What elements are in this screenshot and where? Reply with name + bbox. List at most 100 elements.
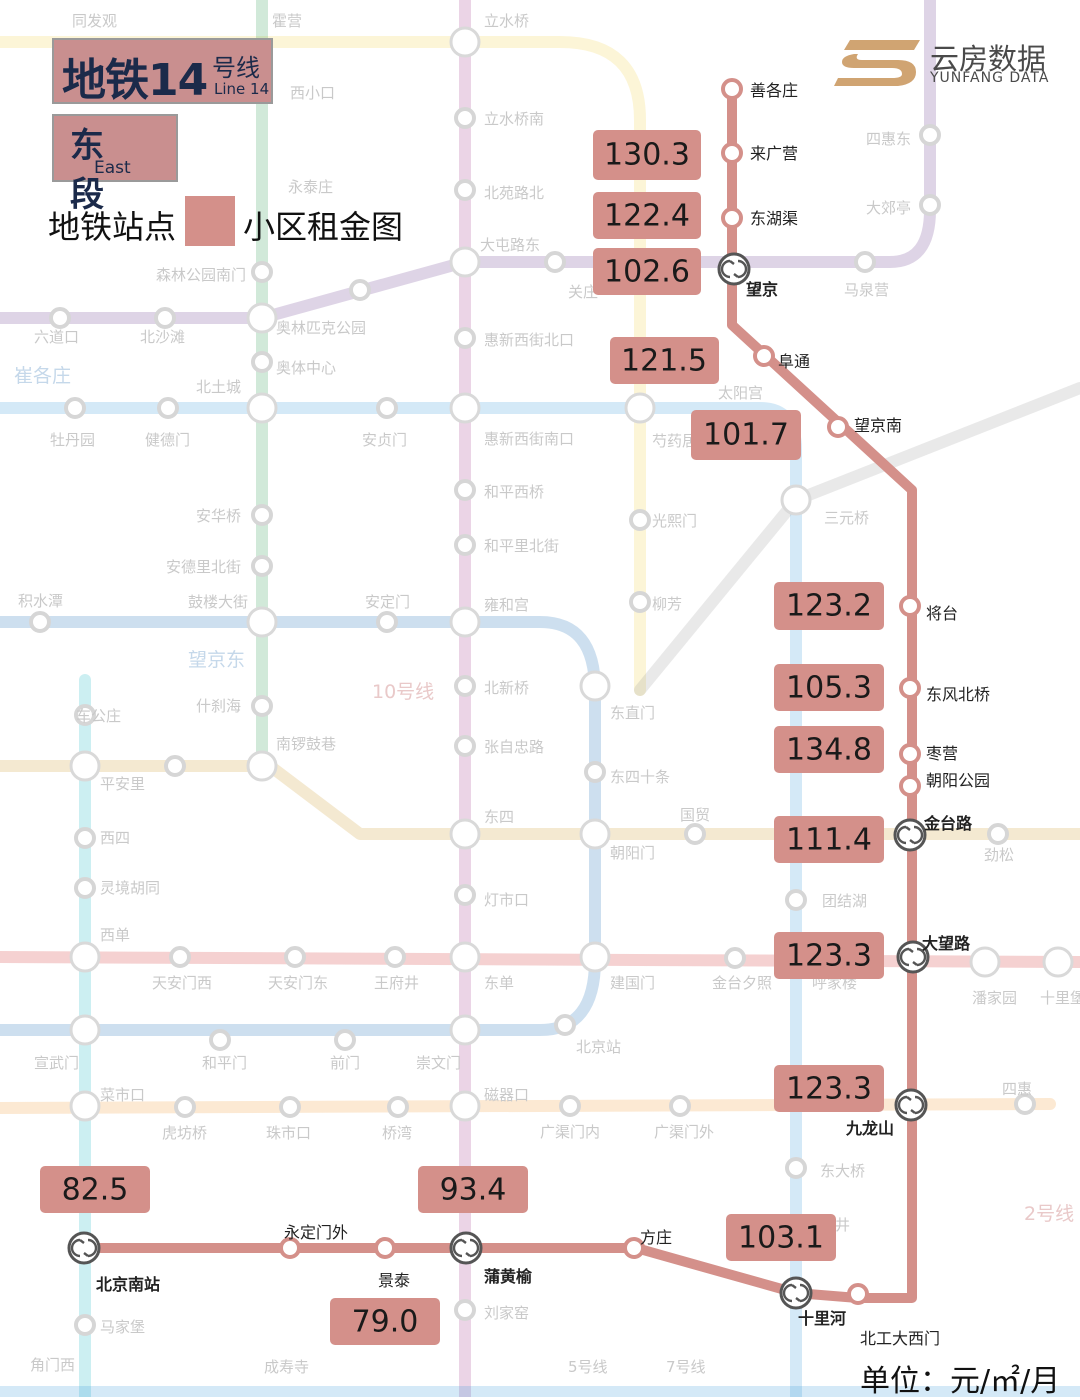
bg-station	[284, 946, 306, 968]
bg-label: 朝阳门	[610, 844, 655, 862]
bg-label: 团结湖	[822, 892, 867, 910]
station-label: 东湖渠	[750, 209, 798, 228]
bg-label: 四惠东	[866, 130, 911, 148]
transfer-icon[interactable]	[893, 818, 927, 852]
brand-logo-icon	[834, 40, 920, 86]
bg-station	[251, 695, 273, 717]
bg-station	[684, 823, 706, 845]
bg-station	[376, 397, 398, 419]
bg-label: 牡丹园	[50, 431, 95, 449]
bg-label: 太阳宫	[718, 384, 763, 402]
station-label: 景泰	[378, 1271, 410, 1290]
bg-label: 菜市口	[100, 1086, 145, 1104]
brand-name-en: YUNFANG DATA	[930, 70, 1050, 86]
station-laiguangying[interactable]	[721, 142, 743, 164]
station-futong[interactable]	[753, 345, 775, 367]
transfer-icon[interactable]	[67, 1231, 101, 1265]
bg-line-name: 10号线	[372, 681, 434, 703]
station-zaoying[interactable]	[899, 743, 921, 765]
bg-label: 角门西	[30, 1356, 75, 1374]
rent-value: 82.5	[62, 1173, 129, 1208]
station-label: 阜通	[778, 352, 810, 371]
bg-label: 十里堡	[1040, 989, 1080, 1007]
rent-value: 79.0	[352, 1305, 419, 1340]
bg-label: 立水桥	[484, 12, 529, 30]
transfer-icon[interactable]	[449, 1231, 483, 1265]
bg-station	[387, 1096, 409, 1118]
station-label: 将台	[926, 604, 958, 623]
bg-label: 霍营	[272, 12, 302, 30]
bg-transfer	[449, 1090, 481, 1122]
bg-transfer	[69, 1090, 101, 1122]
bg-label: 前门	[330, 1054, 360, 1072]
rent-box: 130.3	[593, 130, 701, 180]
bg-label: 南锣鼓巷	[276, 735, 336, 753]
bg-label: 珠市口	[266, 1124, 311, 1142]
station-jingtai[interactable]	[374, 1237, 396, 1259]
line-14-stations	[279, 78, 921, 1305]
bg-label: 马泉营	[844, 281, 889, 299]
bg-label: 大郊亭	[866, 199, 911, 217]
bg-transfer	[449, 392, 481, 424]
bg-station	[251, 504, 273, 526]
legend-rent-swatch	[185, 196, 235, 246]
bg-label: 柳芳	[652, 595, 682, 613]
bg-station	[454, 884, 476, 906]
bg-label: 安贞门	[362, 431, 407, 449]
bg-transfer	[246, 392, 278, 424]
bg-station	[64, 397, 86, 419]
bg-station	[251, 351, 273, 373]
bg-label: 大屯路东	[480, 236, 540, 254]
bg-station	[785, 1157, 807, 1179]
bg-label: 7号线	[666, 1358, 706, 1376]
bg-station	[669, 1095, 691, 1117]
station-chaoyanggongyuan[interactable]	[899, 775, 921, 797]
bg-station	[334, 1029, 356, 1051]
station-label: 善各庄	[750, 81, 798, 100]
bg-label: 和平门	[202, 1054, 247, 1072]
bg-label: 积水潭	[18, 592, 63, 610]
section-title: 东 段 East	[52, 114, 178, 215]
bg-station	[174, 1096, 196, 1118]
bg-label: 惠新西街北口	[484, 331, 574, 349]
bg-label: 六道口	[34, 328, 79, 346]
station-dongfengbeiqiao[interactable]	[899, 677, 921, 699]
bg-label: 北新桥	[484, 679, 529, 697]
rent-value: 102.6	[604, 255, 690, 290]
rent-value: 111.4	[786, 823, 872, 858]
bg-label: 灯市口	[484, 891, 529, 909]
station-shangezhuang[interactable]	[721, 78, 743, 100]
bg-label: 东大桥	[820, 1162, 865, 1180]
station-yongdingmenwai[interactable]	[279, 1237, 301, 1259]
bg-label: 车公庄	[76, 707, 121, 725]
bg-transfer	[579, 670, 611, 702]
station-fangzhuang[interactable]	[623, 1237, 645, 1259]
station-label: 望京	[746, 280, 778, 299]
transfer-icon[interactable]	[894, 1088, 928, 1122]
station-wangjingnan[interactable]	[827, 416, 849, 438]
station-beigongdaximen[interactable]	[847, 1283, 869, 1305]
line-title: 地铁14 号线 Line 14	[52, 38, 273, 106]
station-donghuqu[interactable]	[721, 207, 743, 229]
bg-station	[1014, 1093, 1036, 1115]
transfer-icon[interactable]	[717, 252, 751, 286]
bg-station	[554, 1014, 576, 1036]
bg-station	[454, 179, 476, 201]
bg-transfer	[579, 941, 611, 973]
station-label: 金台路	[923, 814, 973, 833]
rent-value: 93.4	[440, 1173, 507, 1208]
transfer-icon[interactable]	[779, 1276, 813, 1310]
bg-label: 东四	[484, 808, 514, 826]
bg-label: 光熙门	[652, 512, 697, 530]
bg-label: 5号线	[568, 1358, 608, 1376]
transfer-icon[interactable]	[896, 940, 930, 974]
bg-label: 什刹海	[196, 697, 241, 715]
bg-transfer	[246, 606, 278, 638]
station-jiangtai[interactable]	[899, 595, 921, 617]
rent-box: 123.3	[774, 1065, 884, 1112]
bg-station	[74, 1314, 96, 1336]
rent-value: 123.3	[786, 939, 872, 974]
station-label: 望京南	[854, 416, 902, 435]
bg-line-13	[0, 36, 646, 696]
bg-station	[454, 1299, 476, 1321]
